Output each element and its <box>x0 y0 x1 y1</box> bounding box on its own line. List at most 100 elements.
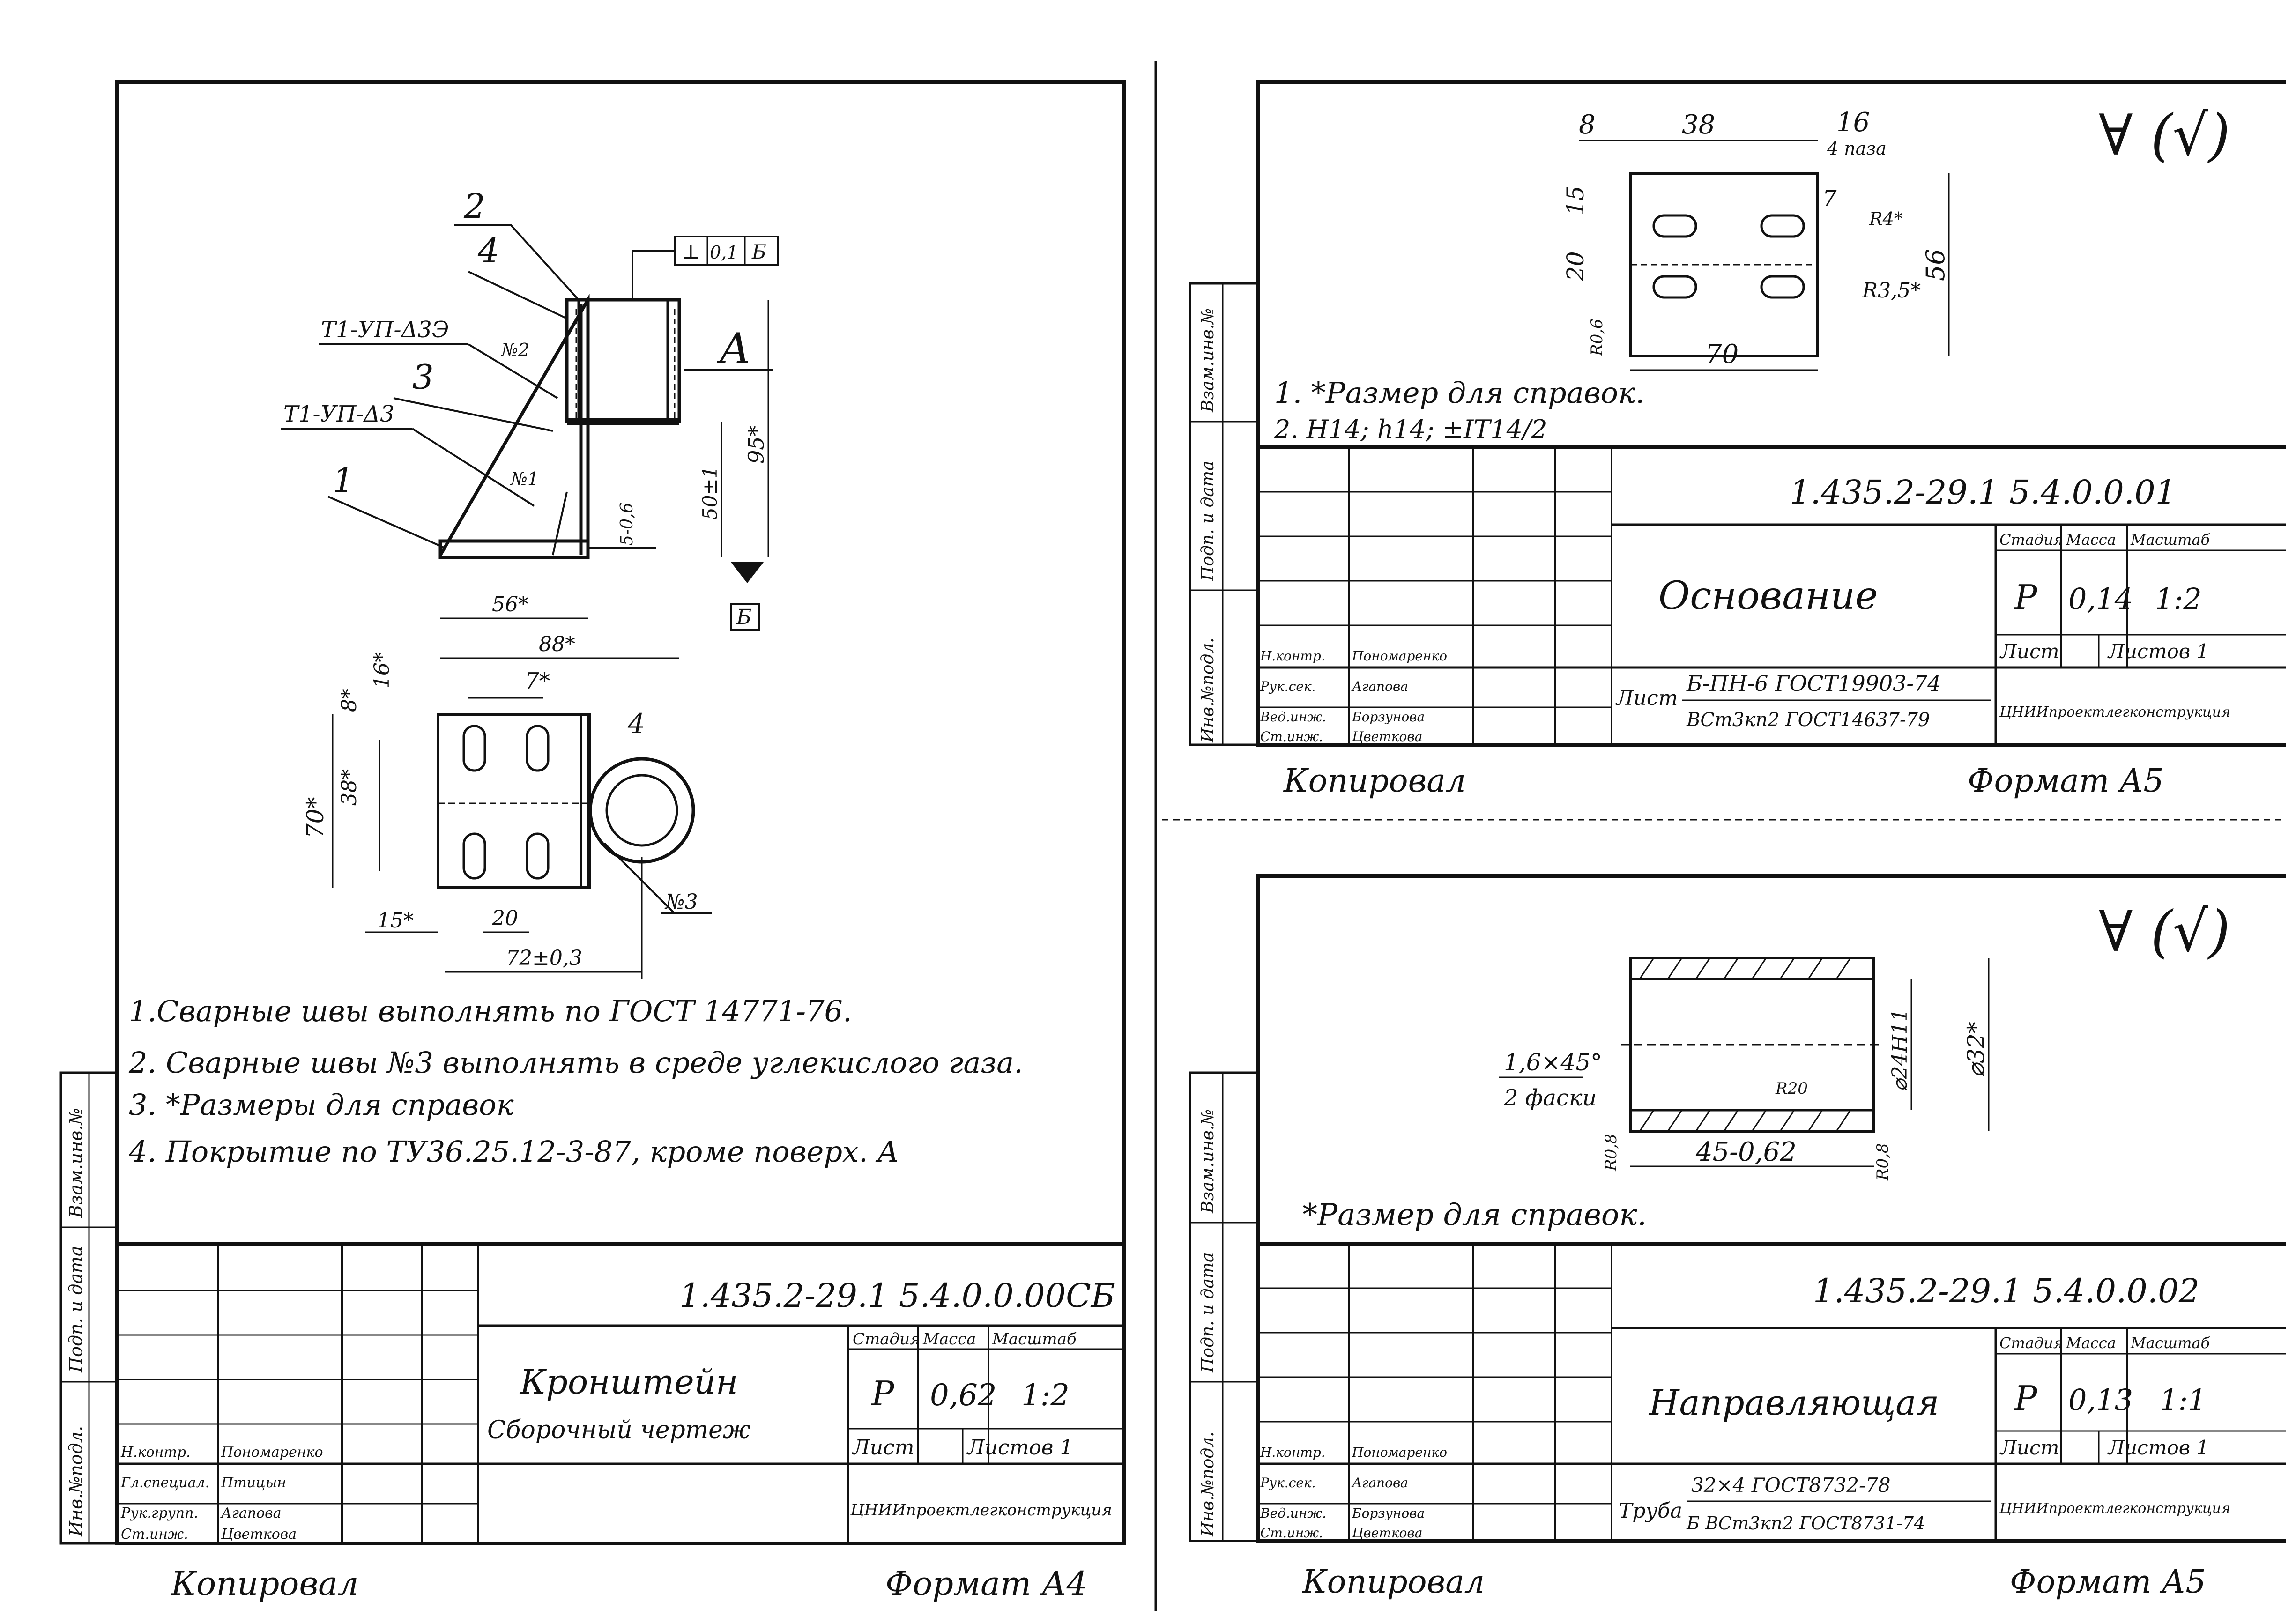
org-name: ЦНИИпроектлегконструкция <box>1999 1500 2230 1517</box>
copied-label: Копировал <box>170 1565 358 1603</box>
dim: R3,5* <box>1862 279 1921 303</box>
doc-code: 1.435.2-29.1 5.4.0.0.02 <box>1813 1272 2199 1310</box>
weld-number: №1 <box>510 468 539 489</box>
copied-label: Копировал <box>1301 1564 1485 1601</box>
bracket-front-view <box>438 293 681 559</box>
sheets-label: Листов 1 <box>966 1436 1073 1460</box>
dim: 2 фаски <box>1503 1085 1597 1111</box>
dim: R20 <box>1775 1079 1808 1098</box>
dim: R0,8 <box>1873 1143 1892 1181</box>
a4-title-block: 1.435.2-29.1 5.4.0.0.00СБ Кронштейн Сбор… <box>115 1242 1126 1545</box>
dim: 8* <box>337 689 361 712</box>
dim: 1,6×45° <box>1504 1049 1602 1076</box>
col-header: Масштаб <box>2130 531 2210 549</box>
a4-side-stamp-label: Подп. и дата <box>66 1246 86 1373</box>
stage-value: Р <box>870 1374 895 1413</box>
note-line: 1. *Размер для справок. <box>1274 376 1645 410</box>
org-name: ЦНИИпроектлегконструкция <box>1999 704 2230 720</box>
part-number: 1 <box>333 460 354 500</box>
a5-side-stamp-label: Инв.№подл. <box>1198 638 1218 743</box>
mass-value: 0,62 <box>930 1378 997 1413</box>
scale-value: 1:2 <box>1021 1378 1070 1413</box>
copied-label: Копировал <box>1283 763 1466 800</box>
a5-side-stamp-label: Подп. и дата <box>1198 461 1218 581</box>
a5-side-stamp-label: Взам.инв.№ <box>1198 308 1218 413</box>
col-header: Масса <box>2066 1334 2116 1352</box>
person-name: Пономаренко <box>1352 648 1447 664</box>
format-label: Формат А4 <box>885 1565 1087 1603</box>
material-bottom: ВСт3кп2 ГОСТ14637-79 <box>1686 709 1930 731</box>
dim: 88* <box>539 632 575 656</box>
person-name: Цветкова <box>221 1526 297 1542</box>
a5-bottom-title-block: 1.435.2-29.1 5.4.0.0.02 Направляющая Ста… <box>1258 1242 2286 1541</box>
dim: 8 <box>1579 110 1596 140</box>
person-name: Пономаренко <box>221 1444 323 1461</box>
role-label: Н.контр. <box>120 1444 191 1461</box>
base-label: Б <box>736 605 751 629</box>
role-label: Вед.инж. <box>1260 709 1326 725</box>
dim: 45-0,62 <box>1695 1137 1797 1167</box>
format-label: Формат А5 <box>2010 1564 2206 1601</box>
sheet-a5-bottom: Взам.инв.№ Подп. и дата Инв.№подл. <box>1189 874 2286 1601</box>
dim: 38* <box>337 769 361 806</box>
note-line: 2. Сварные швы №3 выполнять в среде угле… <box>128 1046 1023 1080</box>
dim: 70* <box>302 797 329 838</box>
stage-value: Р <box>2014 1379 2038 1418</box>
person-name: Цветкова <box>1352 1525 1422 1541</box>
dim: R4* <box>1869 208 1903 229</box>
note-line: *Размер для справок. <box>1302 1198 1647 1232</box>
dim: 70 <box>1705 339 1739 370</box>
tolerance-datum: Б <box>751 240 766 263</box>
weld-label: Т1-УП-Δ3 <box>283 401 394 427</box>
scale-value: 1:1 <box>2160 1383 2207 1417</box>
a4-side-stamp-label: Инв.№подл. <box>66 1426 86 1537</box>
a5b-side-stamp-label: Инв.№подл. <box>1198 1431 1218 1537</box>
dim: ⌀24Н11 <box>1888 1009 1912 1091</box>
person-name: Птицын <box>221 1475 286 1491</box>
dim: 7* <box>525 668 550 694</box>
col-header: Масштаб <box>2130 1334 2210 1352</box>
role-label: Рук.сек. <box>1260 679 1316 694</box>
dim: 20 <box>1562 251 1589 282</box>
dim: 7 <box>1822 185 1837 212</box>
roughness-symbol: ∀ (√) <box>2099 103 2230 168</box>
base-triangle <box>731 562 764 583</box>
weld-number: №2 <box>500 340 529 360</box>
material-top: Б-ПН-6 ГОСТ19903-74 <box>1686 671 1941 696</box>
note-line: 4. Покрытие по ТУ36.25.12-3-87, кроме по… <box>128 1135 899 1169</box>
role-label: Ст.инж. <box>121 1526 188 1542</box>
part-number: 3 <box>412 357 434 397</box>
stage-value: Р <box>2014 578 2038 617</box>
sheet-label: Лист <box>1999 640 2059 663</box>
format-label: Формат А5 <box>1968 763 2164 800</box>
dimensions-a4: 95* 50±1 5-0,6 56* 88* <box>440 300 769 659</box>
a4-side-stamp: Взам.инв.№ Подп. и дата Инв.№подл. <box>59 1071 119 1545</box>
note-line: 1.Сварные швы выполнять по ГОСТ 14771-76… <box>129 994 852 1028</box>
dim: 95* <box>743 425 769 464</box>
org-name: ЦНИИпроектлегконструкция <box>850 1501 1112 1520</box>
weld-label: Т1-УП-Δ3Э <box>321 317 449 343</box>
material-bottom: Б ВСт3кп2 ГОСТ8731-74 <box>1686 1513 1925 1534</box>
roughness-symbol: ∀ (√) <box>2099 899 2230 964</box>
role-label: Рук.групп. <box>120 1505 198 1521</box>
tolerance-value: 0,1 <box>710 242 738 263</box>
person-name: Борзунова <box>1352 709 1425 725</box>
tolerance-symbol: ⊥ <box>682 240 700 263</box>
part-number: 2 <box>463 186 485 226</box>
tolerance-frame: ⊥ 0,1 Б <box>632 236 779 300</box>
mass-value: 0,14 <box>2068 582 2133 616</box>
dim: 16 <box>1836 107 1870 138</box>
person-name: Борзунова <box>1352 1505 1425 1521</box>
doc-name: Направляющая <box>1648 1383 1939 1423</box>
col-header: Масштаб <box>992 1330 1077 1349</box>
person-name: Цветкова <box>1352 729 1422 744</box>
sheet-a4: Взам.инв.№ Подп. и дата Инв.№подл. 2 4 <box>59 80 1126 1603</box>
dim: 56 <box>1921 249 1950 281</box>
material-top: 32×4 ГОСТ8732-78 <box>1691 1474 1891 1497</box>
a4-side-stamp-label: Взам.инв.№ <box>66 1108 86 1218</box>
material-prefix: Лист <box>1615 686 1678 710</box>
base-frame <box>730 603 760 631</box>
person-name: Агапова <box>1351 1475 1408 1491</box>
dim: 38 <box>1682 110 1715 140</box>
